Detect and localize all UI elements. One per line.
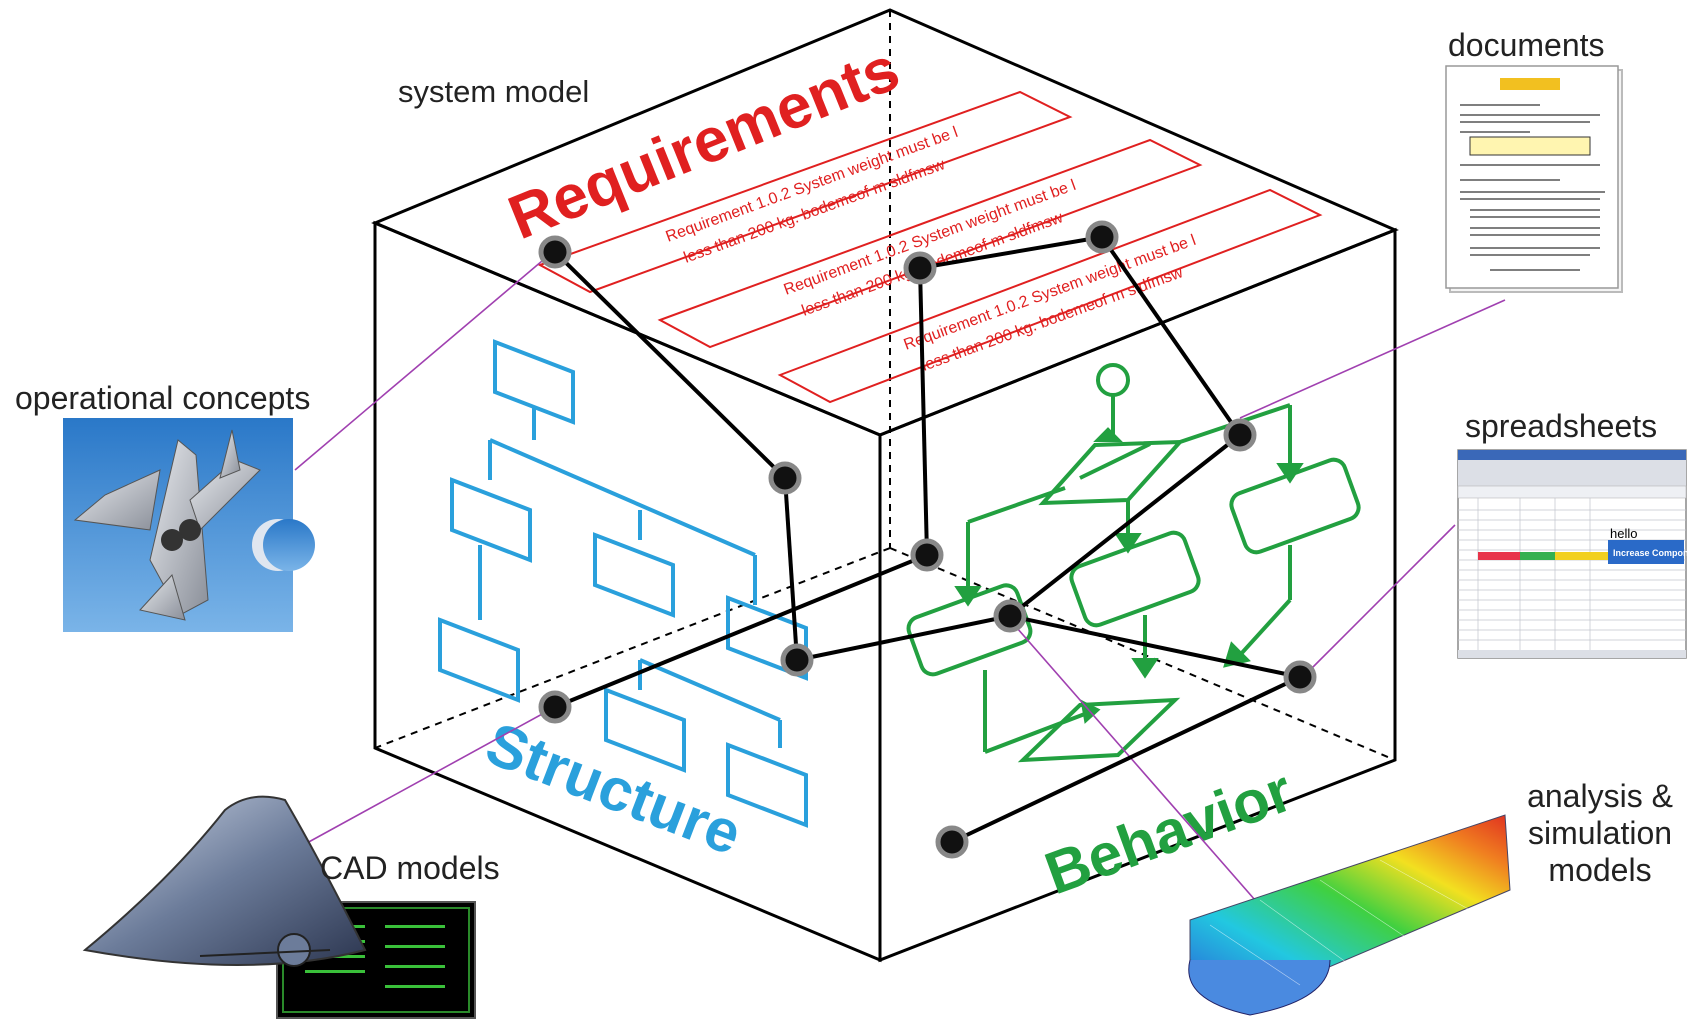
analysis-models-label: analysis & simulation models <box>1510 778 1690 888</box>
structure-face: Structure <box>438 339 808 868</box>
cad-models-label: CAD models <box>320 850 500 886</box>
initial-state-icon <box>1096 363 1130 397</box>
analysis-label-line1: analysis & <box>1527 778 1673 814</box>
spreadsheet-cell-text: hello <box>1610 526 1637 541</box>
link-node <box>903 251 937 285</box>
trace-lines <box>284 249 1506 901</box>
link-node <box>538 690 572 724</box>
link-node <box>910 538 944 572</box>
link-node <box>1283 660 1317 694</box>
link-lines <box>553 235 1301 844</box>
document-thumbnail <box>1445 65 1623 293</box>
link-node <box>780 643 814 677</box>
analysis-models-image <box>1188 814 1511 1016</box>
structure-title: Structure <box>477 710 750 868</box>
link-node <box>993 599 1027 633</box>
spreadsheets-label: spreadsheets <box>1465 408 1658 444</box>
document-logo-icon <box>1500 78 1560 90</box>
merge-diamond-bottom <box>1017 697 1181 763</box>
decision-diamond-top <box>1038 439 1185 506</box>
action-node-3 <box>1229 457 1361 555</box>
trace-analysis-models <box>1009 619 1256 901</box>
spreadsheet-thumbnail: hello Increase Component <box>1457 449 1692 659</box>
cad-models-image <box>82 795 476 1019</box>
cube-top-face <box>371 8 1399 437</box>
trace-documents <box>1239 299 1506 419</box>
link-node <box>1223 418 1257 452</box>
fighter-jet-icon <box>73 429 261 621</box>
documents-label: documents <box>1448 27 1605 63</box>
link-node <box>538 235 572 269</box>
operational-concepts-image <box>63 418 315 632</box>
analysis-label-line2: simulation <box>1527 814 1673 851</box>
cube-hidden-edges <box>374 10 1396 761</box>
link-node <box>768 461 802 495</box>
action-node-2 <box>1069 530 1201 628</box>
spreadsheet-button-text: Increase Component <box>1613 548 1692 558</box>
analysis-label-line3: models <box>1548 851 1652 888</box>
operational-concepts-label: operational concepts <box>15 380 311 416</box>
behavior-face: Behavior <box>906 363 1361 907</box>
trace-cad-models <box>284 706 556 856</box>
trace-spreadsheets <box>1309 524 1456 671</box>
link-node <box>1085 220 1119 254</box>
link-nodes <box>538 220 1317 859</box>
trace-operational-concepts <box>294 249 556 471</box>
system-model-label: system model <box>398 74 590 109</box>
link-node <box>935 825 969 859</box>
wing-section-icon <box>82 795 367 966</box>
structure-tree <box>438 339 808 828</box>
requirements-face: Requirements Requirement 1.0.2 System we… <box>499 34 1323 404</box>
behavior-title: Behavior <box>1037 756 1301 907</box>
